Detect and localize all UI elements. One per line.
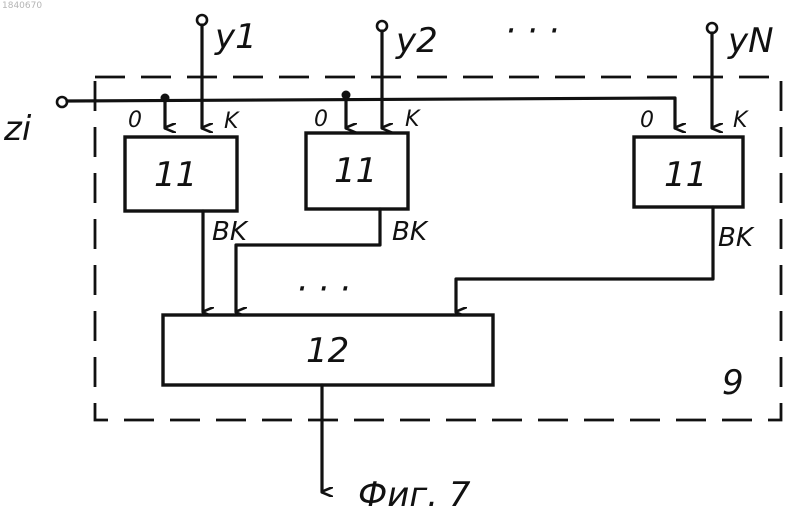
input-y1: y1 xyxy=(197,15,257,57)
cellN-output-label: BK xyxy=(718,223,755,253)
cell1-output-label: BK xyxy=(212,217,249,247)
terminal-zi xyxy=(57,97,67,107)
cell2-output-label: BK xyxy=(392,217,429,247)
cell1-port-k: K xyxy=(224,109,240,134)
cellN-port-k: K xyxy=(733,108,749,133)
cell2-port-k: K xyxy=(405,107,421,132)
figure-caption: Фиг. 7 xyxy=(358,475,471,515)
label-zi: zi xyxy=(3,109,32,149)
cell-11-first: 0 K 11 BK xyxy=(125,108,249,247)
cell-11-second: 0 K 11 BK xyxy=(306,107,429,247)
combiner-12-label: 12 xyxy=(306,331,349,371)
inputs-ellipsis: · · · xyxy=(505,11,559,51)
combiner-ellipsis: · · · xyxy=(296,269,350,309)
label-y2: y2 xyxy=(395,21,438,61)
input-zi: zi xyxy=(3,97,67,149)
cell-11-last: 0 K 11 BK xyxy=(634,108,755,253)
block-9-label: 9 xyxy=(722,363,744,403)
input-yN: yN xyxy=(707,21,774,61)
cell2-port-o: 0 xyxy=(314,107,328,132)
cell1-port-o: 0 xyxy=(128,108,142,133)
corner-id: 1840670 xyxy=(2,1,42,11)
label-yN: yN xyxy=(727,21,774,61)
cell1-label: 11 xyxy=(154,155,197,195)
cellN-port-o: 0 xyxy=(640,108,654,133)
cellN-label: 11 xyxy=(664,155,707,195)
cellN-output-line xyxy=(456,207,713,312)
label-y1: y1 xyxy=(214,17,257,57)
cell2-label: 11 xyxy=(334,151,377,191)
input-y2: y2 xyxy=(377,21,438,61)
z-bus-line xyxy=(67,98,675,128)
